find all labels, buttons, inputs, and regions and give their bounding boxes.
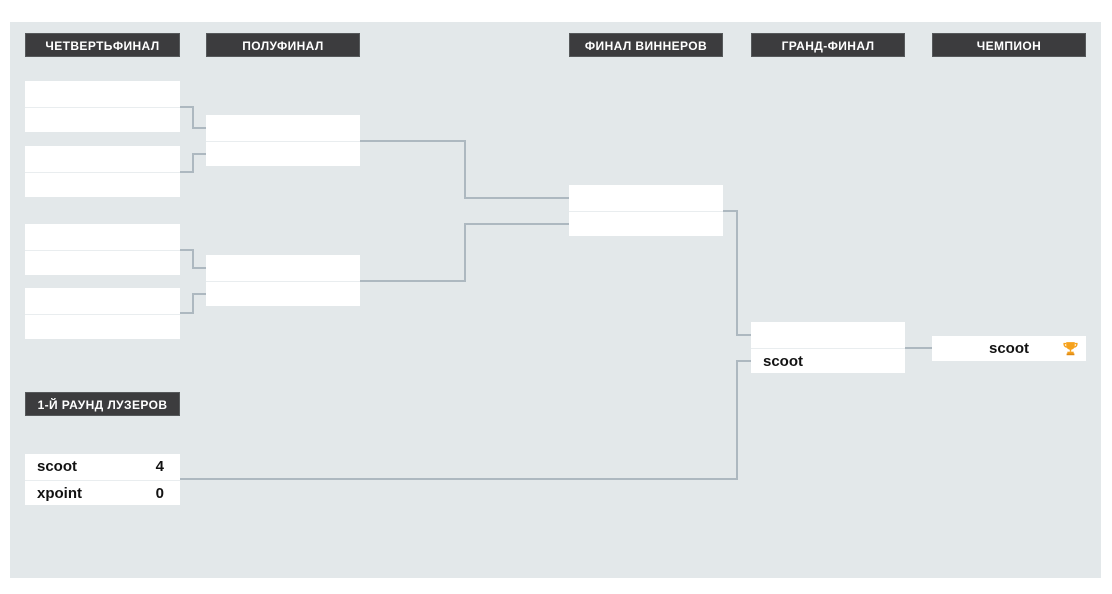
- match-quarterfinal-4: [25, 288, 180, 339]
- connector: [736, 360, 751, 362]
- match-quarterfinal-2: [25, 146, 180, 197]
- player-slot: [751, 322, 905, 348]
- player-slot: [25, 81, 180, 107]
- match-grand-final[interactable]: scoot: [751, 322, 905, 373]
- connector: [180, 106, 193, 108]
- connector: [736, 360, 738, 480]
- match-quarterfinal-3: [25, 224, 180, 275]
- player-slot: scoot: [751, 348, 905, 373]
- connector: [360, 140, 465, 142]
- round-header-grand-final: ГРАНД-ФИНАЛ: [751, 33, 905, 57]
- match-losers-round-1[interactable]: scoot 4 xpoint 0: [25, 454, 180, 505]
- trophy-icon: [1062, 340, 1079, 357]
- player-slot: [25, 288, 180, 314]
- connector: [192, 153, 194, 173]
- player-slot: scoot 4: [25, 454, 180, 480]
- round-header-losers-round-1: 1-Й РАУНД ЛУЗЕРОВ: [25, 392, 180, 416]
- player-slot: [25, 250, 180, 275]
- connector: [464, 197, 569, 199]
- player-slot: [25, 224, 180, 250]
- connector: [180, 312, 193, 314]
- match-semifinal-1: [206, 115, 360, 166]
- connector: [192, 127, 206, 129]
- player-slot: [206, 141, 360, 166]
- player-slot: [569, 185, 723, 211]
- player-slot: [25, 146, 180, 172]
- connector: [192, 153, 206, 155]
- match-semifinal-2: [206, 255, 360, 306]
- connector: [192, 293, 194, 314]
- connector: [464, 223, 466, 282]
- connector: [180, 249, 193, 251]
- player-score: 4: [155, 458, 164, 475]
- connector: [905, 347, 932, 349]
- player-slot: [206, 281, 360, 306]
- bracket-container: ЧЕТВЕРТЬФИНАЛ ПОЛУФИНАЛ ФИНАЛ ВИННЕРОВ Г…: [10, 22, 1101, 578]
- player-slot: [206, 115, 360, 141]
- round-header-semifinal: ПОЛУФИНАЛ: [206, 33, 360, 57]
- connector: [736, 210, 738, 336]
- connector: [360, 280, 465, 282]
- match-winners-final: [569, 185, 723, 236]
- connector: [180, 171, 193, 173]
- champion-box[interactable]: scoot: [932, 336, 1086, 361]
- round-header-winners-final: ФИНАЛ ВИННЕРОВ: [569, 33, 723, 57]
- connector: [192, 267, 206, 269]
- round-header-quarterfinal: ЧЕТВЕРТЬФИНАЛ: [25, 33, 180, 57]
- champion-name: scoot: [988, 340, 1029, 357]
- connector: [180, 478, 738, 480]
- match-quarterfinal-1: [25, 81, 180, 132]
- connector: [464, 140, 466, 199]
- connector: [464, 223, 569, 225]
- player-slot: xpoint 0: [25, 480, 180, 505]
- player-slot: [206, 255, 360, 281]
- connector: [192, 249, 194, 269]
- connector: [736, 334, 751, 336]
- player-slot: [25, 107, 180, 132]
- round-header-champion: ЧЕМПИОН: [932, 33, 1086, 57]
- player-slot: [25, 172, 180, 197]
- connector: [192, 293, 206, 295]
- connector: [723, 210, 737, 212]
- connector: [192, 106, 194, 128]
- player-name: xpoint: [37, 485, 82, 502]
- player-slot: [569, 211, 723, 236]
- player-slot: [25, 314, 180, 339]
- player-score: 0: [155, 485, 164, 502]
- player-name: scoot: [37, 458, 78, 475]
